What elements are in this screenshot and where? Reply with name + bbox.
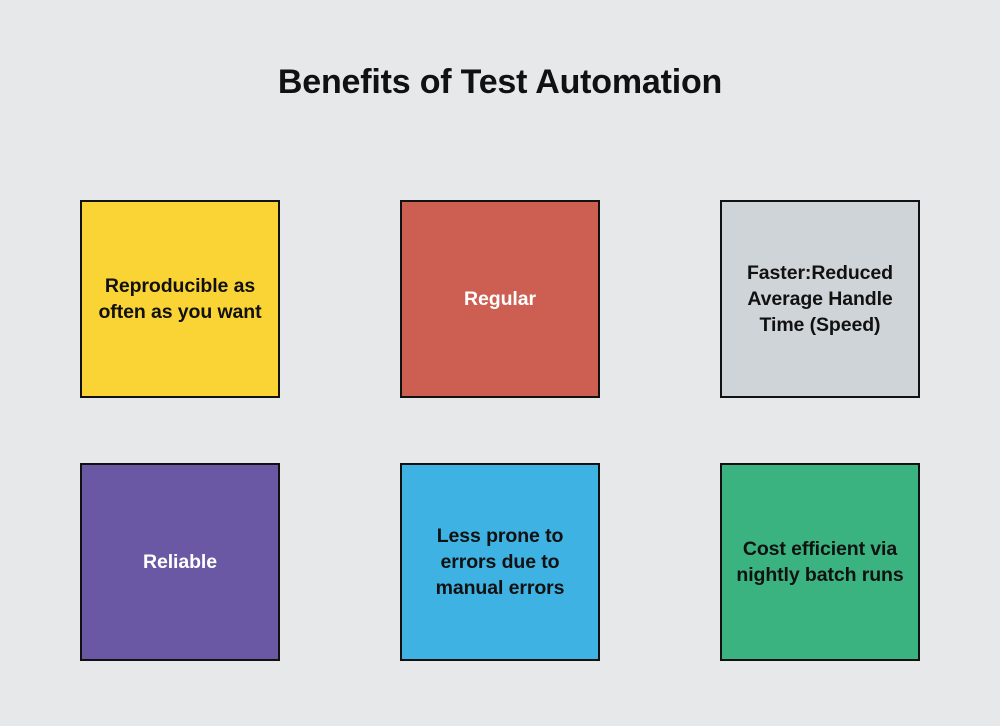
page-title: Benefits of Test Automation [277, 63, 723, 101]
benefit-card-cost-efficient[interactable]: Cost efficient via nightly batch runs [720, 463, 920, 661]
benefit-card-label: Cost efficient via nightly batch runs [736, 538, 904, 586]
benefit-card-label: Reproducible as often as you want [98, 275, 262, 323]
benefit-card-label: Faster:Reduced Average Handle Time (Spee… [747, 262, 893, 336]
benefit-card-label: Less prone to errors due to manual error… [435, 525, 565, 599]
benefits-grid: Reproducible as often as you want Regula… [80, 200, 920, 661]
benefit-card-regular[interactable]: Regular [400, 200, 600, 398]
benefit-card-reliable[interactable]: Reliable [80, 463, 280, 661]
benefit-card-faster[interactable]: Faster:Reduced Average Handle Time (Spee… [720, 200, 920, 398]
benefit-card-label: Reliable [143, 551, 217, 573]
benefit-card-less-prone-to-errors[interactable]: Less prone to errors due to manual error… [400, 463, 600, 661]
benefit-card-label: Regular [464, 288, 536, 310]
benefit-card-reproducible[interactable]: Reproducible as often as you want [80, 200, 280, 398]
